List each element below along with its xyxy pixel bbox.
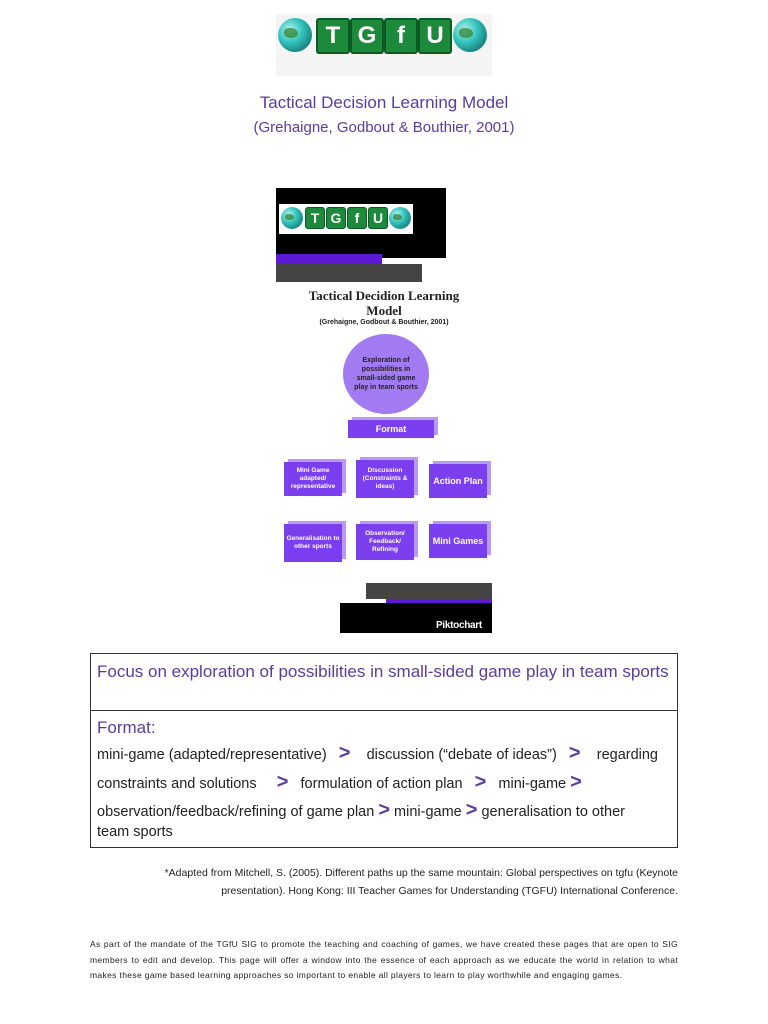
infographic-subtitle: (Grehaigne, Godbout & Bouthier, 2001) bbox=[319, 319, 449, 326]
footer-gray-bar bbox=[366, 583, 492, 599]
step-constraints: constraints and solutions bbox=[97, 776, 257, 792]
format-box: Format bbox=[348, 420, 434, 438]
footnote-line-1: *Adapted from Mitchell, S. (2005). Diffe… bbox=[164, 867, 678, 879]
globe-right-icon bbox=[453, 18, 487, 52]
format-line-2: constraints and solutions > formulation … bbox=[97, 771, 582, 794]
mini-globe-right-icon bbox=[389, 207, 411, 229]
mini-logo-letter-g: G bbox=[326, 207, 346, 229]
mini-globe-left-icon bbox=[281, 207, 303, 229]
infographic-title-line2: Model bbox=[366, 303, 402, 318]
mini-logo-letter-f: f bbox=[347, 207, 367, 229]
step-generalisation: generalisation to other bbox=[481, 804, 625, 820]
globe-left-icon bbox=[278, 18, 312, 52]
step-regarding: regarding bbox=[596, 747, 658, 763]
step-mini-game: mini-game (adapted/representative) bbox=[97, 747, 327, 763]
logo-letter-g: G bbox=[350, 18, 384, 54]
focus-heading: Focus on exploration of possibilities in… bbox=[91, 654, 677, 711]
step-mini-game-3: mini-game bbox=[394, 804, 462, 820]
box-observation: Observation/ Feedback/ Refining bbox=[356, 524, 414, 560]
arrow-icon: > bbox=[570, 771, 582, 793]
step-observation: observation/feedback/refining of game pl… bbox=[97, 804, 375, 820]
infographic-title-line1: Tactical Decidion Learning bbox=[308, 288, 460, 303]
arrow-icon: > bbox=[378, 799, 391, 821]
format-heading: Format: bbox=[97, 718, 156, 737]
footer-accent-bar bbox=[386, 599, 492, 605]
step-discussion: discussion (“debate of ideas”) bbox=[366, 747, 557, 763]
infographic: T G f U Tactical Decidion Learning Model… bbox=[276, 188, 492, 633]
logo-letter-f: f bbox=[384, 18, 418, 54]
format-line-1: mini-game (adapted/representative) > dis… bbox=[97, 742, 658, 765]
mini-logo-letter-u: U bbox=[368, 207, 388, 229]
arrow-icon: > bbox=[338, 742, 351, 764]
format-line-4: team sports bbox=[97, 824, 173, 840]
box-generalisation: Generalisation to other sports bbox=[284, 524, 342, 562]
box-discussion: Discussion (Constraints & ideas) bbox=[356, 460, 414, 498]
infographic-logo: T G f U bbox=[279, 204, 413, 234]
footnote-line-2: presentation). Hong Kong: III Teacher Ga… bbox=[221, 885, 678, 897]
box-mini-games: Mini Games bbox=[429, 524, 487, 558]
logo-letter-t: T bbox=[316, 18, 350, 54]
page-title: Tactical Decision Learning Model bbox=[259, 93, 509, 112]
arrow-icon: > bbox=[568, 742, 581, 764]
piktochart-brand: Piktochart bbox=[436, 620, 482, 631]
header-gray-bar bbox=[276, 264, 422, 282]
page-subtitle: (Grehaigne, Godbout & Bouthier, 2001) bbox=[253, 119, 515, 136]
infographic-footer-block bbox=[340, 603, 492, 633]
box-mini-game: Mini Game adapted/ representative bbox=[284, 462, 342, 496]
box-action-plan: Action Plan bbox=[429, 464, 487, 498]
arrow-icon: > bbox=[465, 799, 478, 821]
mini-logo-letter-t: T bbox=[305, 207, 325, 229]
arrow-icon: > bbox=[276, 771, 289, 793]
exploration-circle: Exploration of possibilities in small-si… bbox=[343, 334, 429, 414]
mandate-paragraph: As part of the mandate of the TGfU SIG t… bbox=[90, 939, 678, 980]
focus-box: Focus on exploration of possibilities in… bbox=[90, 653, 678, 848]
step-action-plan: formulation of action plan bbox=[300, 776, 463, 792]
arrow-icon: > bbox=[474, 771, 487, 793]
header-accent-bar bbox=[276, 254, 382, 264]
step-mini-game-2: mini-game bbox=[498, 776, 567, 792]
format-line-3: observation/feedback/refining of game pl… bbox=[97, 799, 625, 822]
logo-letter-u: U bbox=[418, 18, 452, 54]
tgfu-logo: T G f U bbox=[276, 14, 492, 76]
